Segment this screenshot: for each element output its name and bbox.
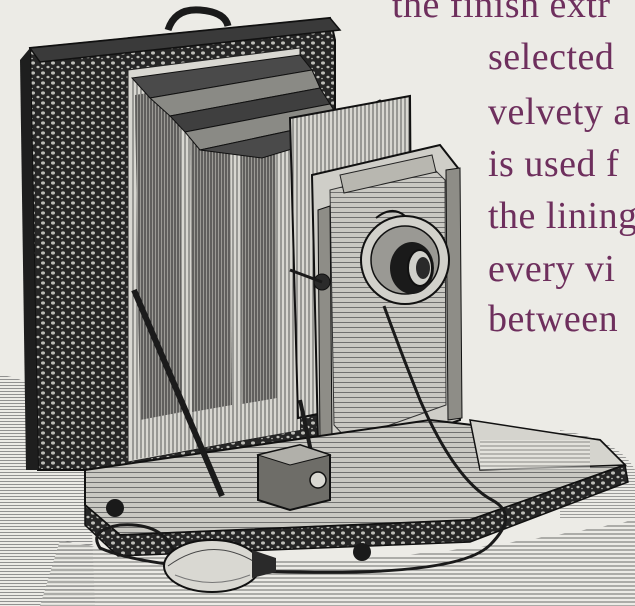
shutter-release-bulb xyxy=(163,539,276,593)
camera-lens xyxy=(360,210,450,305)
brass-nameplate xyxy=(339,154,437,194)
catalog-text-line: velvety a xyxy=(488,91,631,133)
camera-foot xyxy=(106,499,124,517)
catalog-text-line: is used f xyxy=(488,143,620,185)
shutter-release-tube xyxy=(95,305,507,574)
catalog-text-line: selected xyxy=(488,36,615,78)
camera-handle xyxy=(164,6,232,32)
catalog-text-line: between xyxy=(488,298,619,340)
catalog-text-line: the finish extr xyxy=(392,0,611,26)
catalog-text-line: the lining xyxy=(488,195,635,237)
camera-foot xyxy=(353,543,371,561)
shutter-box xyxy=(256,443,332,512)
bed-brace xyxy=(131,288,225,498)
catalog-text-line: every vi xyxy=(488,248,616,290)
